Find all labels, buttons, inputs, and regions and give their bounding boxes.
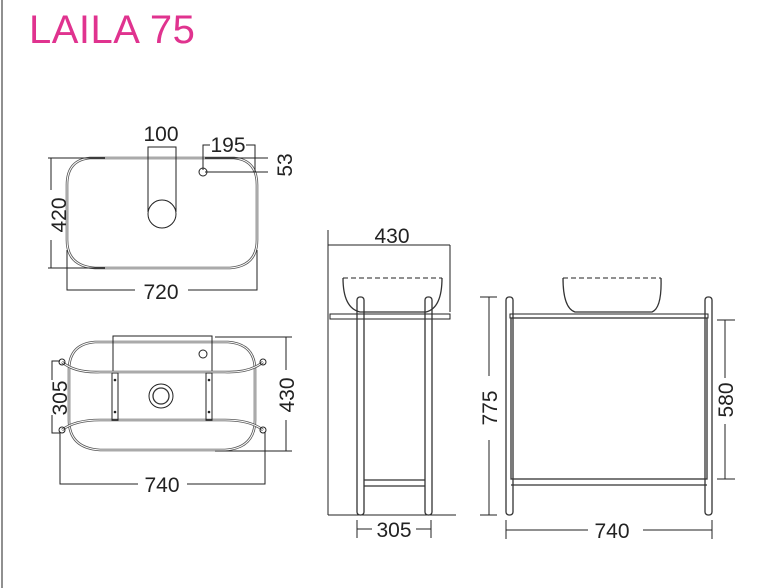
drain	[148, 383, 174, 409]
dim-leg-spacing: 305	[376, 519, 411, 542]
dim-top-width: 720	[143, 281, 178, 304]
faucet-base	[147, 199, 177, 229]
dim-hole-offset-x: 195	[210, 134, 245, 157]
faucet-outline	[147, 146, 177, 212]
side-view: 430 305	[327, 225, 456, 542]
dim-faucet-width: 100	[143, 123, 178, 146]
product-title: LAILA 75	[29, 8, 196, 52]
dim-bottom-width: 740	[144, 474, 179, 497]
dim-bottom-depth: 430	[276, 377, 299, 412]
dim-total-height: 775	[479, 390, 502, 425]
front-view: 775 580 740	[479, 277, 738, 543]
bottom-view: 305 430 740	[49, 335, 299, 497]
dim-front-width: 740	[594, 520, 629, 543]
dim-bracket-spacing: 305	[49, 380, 72, 415]
top-view: 100 195 53 420 720	[48, 123, 297, 304]
dim-side-depth: 430	[374, 225, 409, 248]
dim-top-depth: 420	[48, 197, 71, 232]
dim-hole-offset-y: 53	[274, 153, 297, 176]
dim-panel-height: 580	[715, 382, 738, 417]
